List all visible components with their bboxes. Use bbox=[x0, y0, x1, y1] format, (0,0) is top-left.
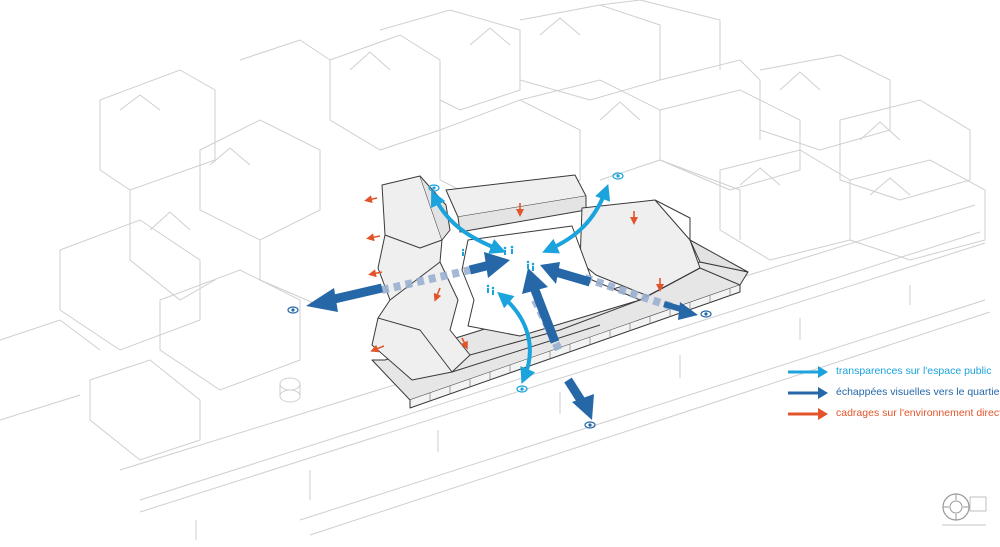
arrow-red-4 bbox=[370, 344, 385, 353]
arrow-light-north-east bbox=[542, 184, 611, 254]
eye-icons bbox=[287, 172, 712, 429]
legend: transparences sur l'espace public échapp… bbox=[786, 364, 1000, 427]
legend-arrow-dark-blue bbox=[788, 387, 828, 399]
legend-label: cadrages sur l'environnement direct bbox=[836, 407, 1000, 419]
arrow-dark-west bbox=[328, 283, 384, 305]
legend-item-echappees: échappées visuelles vers le quartier bbox=[786, 385, 1000, 406]
arrow-red-5 bbox=[433, 287, 442, 302]
arrow-red-3 bbox=[368, 269, 383, 278]
person-icon bbox=[491, 286, 495, 295]
arrow-dark-south bbox=[564, 377, 586, 405]
arrow-red-1 bbox=[364, 195, 378, 204]
eye-icon bbox=[516, 385, 528, 393]
eye-icon bbox=[428, 184, 440, 192]
context-buildings bbox=[0, 0, 991, 540]
arrow-light-south bbox=[497, 291, 536, 384]
legend-item-cadrages: cadrages sur l'environnement direct bbox=[786, 406, 1000, 427]
person-icon bbox=[510, 245, 514, 254]
eye-icon bbox=[700, 310, 712, 318]
arrow-light-north-west bbox=[430, 190, 506, 254]
legend-item-transparences: transparences sur l'espace public bbox=[786, 364, 996, 385]
arrow-dark-in-east bbox=[554, 267, 592, 287]
red-arrows bbox=[364, 195, 664, 353]
person-icon bbox=[486, 284, 490, 293]
corridor-west bbox=[381, 266, 471, 294]
legend-arrow-light-blue bbox=[788, 366, 828, 378]
eye-icon bbox=[287, 306, 299, 314]
person-icons bbox=[461, 245, 535, 295]
legend-label: transparences sur l'espace public bbox=[836, 365, 992, 377]
arrow-red-6 bbox=[460, 337, 468, 350]
person-icon bbox=[503, 246, 507, 255]
arrow-red-2 bbox=[366, 233, 381, 242]
dark-blue-arrows bbox=[306, 252, 698, 420]
person-icon bbox=[531, 262, 535, 271]
watermark-logo bbox=[942, 493, 987, 526]
legend-label: échappées visuelles vers le quartier bbox=[836, 386, 1000, 398]
project-building bbox=[371, 174, 749, 409]
person-icon bbox=[526, 260, 530, 269]
arrow-dark-up bbox=[530, 288, 560, 344]
light-blue-arrows bbox=[430, 184, 611, 384]
person-icon bbox=[461, 248, 465, 256]
eye-icon bbox=[612, 172, 624, 180]
corridor-east bbox=[583, 274, 678, 312]
eye-icon bbox=[584, 421, 596, 429]
legend-arrow-red bbox=[788, 408, 828, 420]
